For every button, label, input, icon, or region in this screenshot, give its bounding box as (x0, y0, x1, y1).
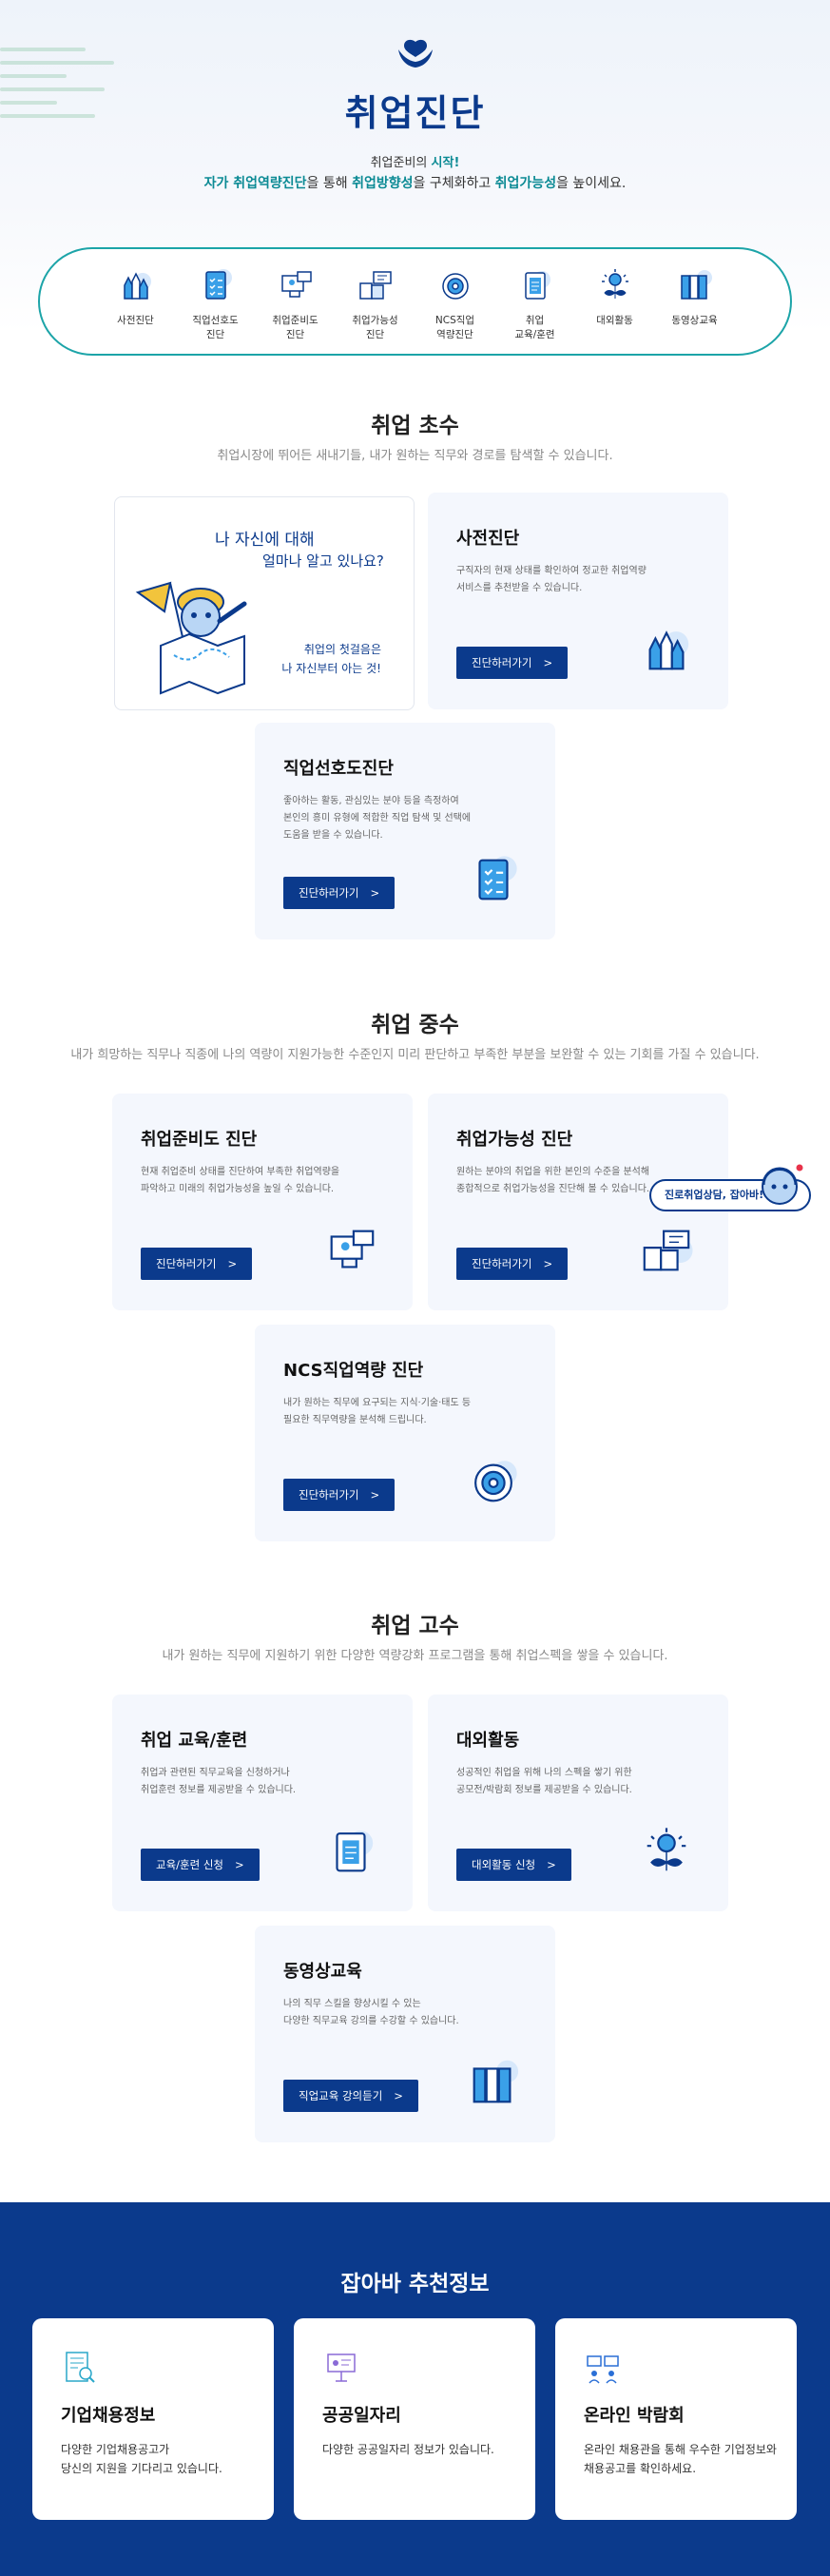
mascot-with-map-illustration (135, 581, 247, 695)
card-title: 취업 교육/훈련 (141, 1731, 248, 1751)
section-title-intermediate: 취업 중수 (371, 1013, 459, 1037)
quicknav-readiness[interactable]: 취업준비도 진단 (258, 266, 334, 342)
reco-card-company-jobs[interactable]: 기업채용정보 다양한 기업채용공고가 당신의 지원을 기다리고 있습니다. (32, 2318, 274, 2520)
quicknav-label: 사전진단 (117, 315, 154, 326)
books-icon (473, 2060, 519, 2103)
presentation-board-icon (327, 2353, 356, 2382)
quicknav-label: 취업 교육/훈련 (514, 315, 555, 340)
card-video: 동영상교육 나의 직무 스킬을 향상시킬 수 있는 다양한 직무교육 강의를 수… (255, 1926, 555, 2142)
quicknav-label: 취업가능성 진단 (352, 315, 398, 340)
lightbulb-icon (601, 269, 628, 299)
card-desc: 나의 직무 스킬을 향상시킬 수 있는 다양한 직무교육 강의를 수강할 수 있… (283, 1999, 459, 2026)
target-icon (441, 273, 469, 300)
intro-heading: 나 자신에 대해 (215, 531, 315, 550)
chat-consult-float[interactable]: 진로취업상담, 잡아바! (649, 1162, 811, 1217)
intro-card: 나 자신에 대해 얼마나 알고 있나요? 취업의 첫걸음은 나 자신부터 아는 … (114, 496, 415, 710)
ncs-button[interactable]: 진단하러가기> (283, 1479, 396, 1511)
reco-card-title: 공공일자리 (322, 2406, 401, 2426)
card-desc: 성공적인 취업을 위해 나의 스펙을 쌓기 위한 공모전/박람회 정보를 제공받… (456, 1768, 632, 1795)
job-preference-button[interactable]: 진단하러가기> (283, 877, 396, 909)
quicknav-possibility[interactable]: 취업가능성 진단 (338, 266, 414, 342)
video-lecture-button[interactable]: 직업교육 강의듣기> (283, 2080, 418, 2112)
quicknav-activities[interactable]: 대외활동 (577, 266, 653, 328)
card-education: 취업 교육/훈련 취업과 관련된 직무교육을 신청하거나 취업훈련 정보를 제공… (112, 1695, 413, 1911)
card-job-preference: 직업선호도진단 좋아하는 활동, 관심있는 분야 등을 측정하여 본인의 흥미 … (255, 723, 555, 939)
quicknav-label: 대외활동 (596, 315, 633, 326)
pencils-icon (123, 272, 151, 300)
books-icon (680, 270, 712, 300)
reco-card-title: 온라인 박람회 (584, 2406, 685, 2426)
reco-card-online-fair[interactable]: 온라인 박람회 온라인 채용관을 통해 우수한 기업정보와 채용공고를 확인하세… (555, 2318, 797, 2520)
section-title-expert: 취업 고수 (371, 1614, 459, 1638)
section-desc-expert: 내가 원하는 직무에 지원하기 위한 다양한 역량강화 프로그램을 통해 취업스… (162, 1649, 668, 1663)
card-desc: 현재 취업준비 상태를 진단하여 부족한 취업역량을 파악하고 미래의 취업가능… (141, 1167, 340, 1194)
section-desc-beginner: 취업시장에 뛰어든 새내기들, 내가 원하는 직무와 경로를 탐색할 수 있습니… (217, 449, 613, 463)
recommend-section: 잡아바 추천정보 기업채용정보 다양한 기업채용공고가 당신의 지원을 기다리고… (0, 2202, 830, 2576)
reco-card-title: 기업채용정보 (61, 2406, 156, 2426)
hands-logo-icon (398, 39, 433, 68)
target-icon (474, 1461, 517, 1502)
card-desc: 취업과 관련된 직무교육을 신청하거나 취업훈련 정보를 제공받을 수 있습니다… (141, 1768, 297, 1795)
card-pre-diagnosis: 사전진단 구직자의 현재 상태를 확인하여 정교한 취업역량 서비스를 추천받을… (428, 493, 728, 709)
monitor-icon (280, 271, 312, 298)
hero-subtitle: 취업준비의 시작! (370, 156, 460, 170)
quicknav-label: 직업선호도 진단 (192, 315, 239, 340)
intro-question: 얼마나 알고 있나요? (262, 552, 384, 570)
section-title-beginner: 취업 초수 (371, 414, 459, 438)
quicknav-job-preference[interactable]: 직업선호도 진단 (178, 266, 254, 342)
card-readiness: 취업준비도 진단 현재 취업준비 상태를 진단하여 부족한 취업역량을 파악하고… (112, 1094, 413, 1310)
quicknav-label: 취업준비도 진단 (272, 315, 318, 340)
checklist-icon (204, 269, 232, 300)
activities-apply-button[interactable]: 대외활동 신청> (456, 1849, 571, 1881)
quicknav-label: NCS직업 역량진단 (434, 315, 475, 340)
reco-card-desc: 다양한 공공일자리 정보가 있습니다. (322, 2443, 494, 2456)
card-desc: 내가 원하는 직무에 요구되는 지식·기술·태도 등 필요한 직무역량을 분석해… (283, 1398, 472, 1425)
card-desc: 원하는 분야의 취업을 위한 본인의 수준을 분석해 종합적으로 취업가능성을 … (456, 1167, 650, 1194)
card-activities: 대외활동 성공적인 취업을 위해 나의 스펙을 쌓기 위한 공모전/박람회 정보… (428, 1695, 728, 1911)
background-decoration (0, 38, 143, 190)
card-ncs: NCS직업역량 진단 내가 원하는 직무에 요구되는 지식·기술·태도 등 필요… (255, 1325, 555, 1541)
intro-tagline: 취업의 첫걸음은 나 자신부터 아는 것! (281, 643, 381, 675)
headset-mascot-icon (762, 1164, 803, 1205)
card-title: 대외활동 (456, 1731, 520, 1751)
quick-nav: 사전진단 직업선호도 진단 취업준비도 진단 취업가능성 진단 NCS직업 역량… (38, 247, 792, 356)
pre-diagnosis-button[interactable]: 진단하러가기> (456, 647, 569, 679)
reco-card-desc: 온라인 채용관을 통해 우수한 기업정보와 채용공고를 확인하세요. (584, 2443, 777, 2475)
readiness-button[interactable]: 진단하러가기> (141, 1248, 253, 1280)
quicknav-education[interactable]: 취업 교육/훈련 (497, 266, 573, 342)
online-booth-icon (587, 2355, 619, 2384)
section-desc-intermediate: 내가 희망하는 직무나 직종에 나의 역량이 지원가능한 수준인지 미리 판단하… (70, 1048, 760, 1062)
hero-description: 자가 취업역량진단을 통해 취업방향성을 구체화하고 취업가능성을 높이세요. (203, 176, 627, 191)
card-title: 직업선호도진단 (283, 759, 394, 779)
reco-card-desc: 다양한 기업채용공고가 당신의 지원을 기다리고 있습니다. (61, 2443, 222, 2475)
card-title: 취업가능성 진단 (456, 1130, 573, 1150)
clipboard-icon (336, 1830, 374, 1872)
pencils-icon (648, 630, 689, 670)
card-title: NCS직업역량 진단 (283, 1361, 424, 1381)
clipboard-icon (524, 271, 550, 300)
document-search-icon (66, 2352, 95, 2383)
quicknav-pre-diagnosis[interactable]: 사전진단 (98, 266, 174, 328)
card-desc: 구직자의 현재 상태를 확인하여 정교한 취업역량 서비스를 추천받을 수 있습… (456, 566, 647, 593)
quicknav-ncs[interactable]: NCS직업 역량진단 (417, 266, 493, 342)
reco-card-public-jobs[interactable]: 공공일자리 다양한 공공일자리 정보가 있습니다. (294, 2318, 535, 2520)
chat-book-icon (358, 271, 392, 300)
education-apply-button[interactable]: 교육/훈련 신청> (141, 1849, 260, 1881)
possibility-button[interactable]: 진단하러가기> (456, 1248, 569, 1280)
chat-book-icon (643, 1230, 693, 1271)
card-title: 동영상교육 (283, 1962, 362, 1982)
monitor-icon (330, 1230, 375, 1269)
lightbulb-icon (647, 1828, 686, 1871)
checklist-icon (478, 856, 517, 901)
page-title: 취업진단 (344, 92, 486, 134)
quicknav-label: 동영상교육 (671, 315, 718, 326)
card-title: 사전진단 (456, 529, 520, 549)
card-title: 취업준비도 진단 (141, 1130, 258, 1150)
recommend-title: 잡아바 추천정보 (340, 2272, 490, 2296)
quicknav-video[interactable]: 동영상교육 (657, 266, 733, 328)
card-desc: 좋아하는 활동, 관심있는 분야 등을 측정하여 본인의 흥미 유형에 적합한 … (283, 796, 472, 841)
